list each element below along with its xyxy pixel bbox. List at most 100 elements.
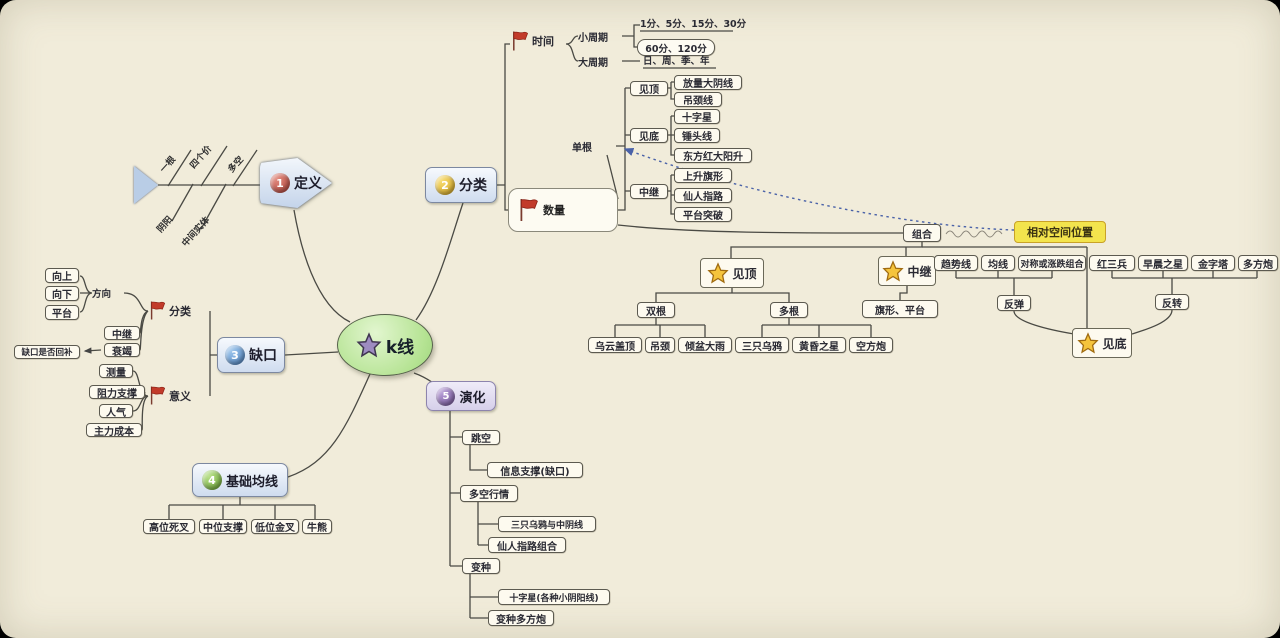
- group-fantan[interactable]: 反弹: [997, 295, 1031, 311]
- gap-item[interactable]: 向下: [45, 286, 79, 301]
- number-1-icon: 1: [270, 173, 290, 193]
- star-icon: [1077, 332, 1100, 354]
- gap-meaning[interactable]: 人气: [99, 404, 133, 419]
- gap-note[interactable]: 缺口是否回补: [14, 345, 80, 359]
- flag-icon: [150, 301, 166, 320]
- pattern-item[interactable]: 锤头线: [674, 128, 720, 143]
- time-label: 时间: [532, 35, 554, 48]
- topic-dingyi[interactable]: 1 定义: [260, 158, 332, 208]
- flag-icon: [513, 31, 529, 51]
- zhongji-star-label: 中继: [907, 264, 932, 279]
- node-small-periods[interactable]: 1分、5分、15分、30分: [640, 18, 747, 30]
- topic-time[interactable]: 时间: [510, 30, 554, 52]
- node-zhongji-1[interactable]: 中继: [630, 184, 668, 199]
- topic-jichu[interactable]: 4 基础均线: [192, 463, 288, 497]
- pattern-item[interactable]: 黄昏之星: [792, 337, 846, 353]
- yanhua-label: 演化: [459, 390, 486, 406]
- node-dazhouqi[interactable]: 大周期: [578, 58, 608, 69]
- node-tiaokong[interactable]: 跳空: [462, 430, 500, 445]
- node-duokong[interactable]: 多空行情: [460, 485, 518, 502]
- evolution-item[interactable]: 变种多方炮: [488, 610, 554, 626]
- jiandi-star-label: 见底: [1102, 336, 1127, 351]
- fishbone-label[interactable]: 阴阳: [155, 214, 176, 235]
- quekou-fenlei-label: 分类: [169, 304, 191, 318]
- ma-item[interactable]: 高位死叉: [143, 519, 195, 534]
- star-icon: [882, 260, 905, 282]
- number-3-icon: 3: [225, 345, 245, 365]
- pattern-item[interactable]: 仙人指路: [674, 188, 732, 203]
- star-topic-jiandi[interactable]: 见底: [1072, 328, 1132, 358]
- pattern-item[interactable]: 红三兵: [1089, 255, 1135, 271]
- topic-quekou[interactable]: 3 缺口: [217, 337, 285, 373]
- gap-meaning[interactable]: 主力成本: [86, 423, 142, 438]
- pattern-item[interactable]: 早晨之星: [1138, 255, 1188, 271]
- fishbone-label[interactable]: 一根: [158, 154, 179, 175]
- jianding-star-label: 见顶: [732, 266, 757, 281]
- pattern-item[interactable]: 空方炮: [849, 337, 893, 353]
- gap-meaning[interactable]: 阻力支撑: [89, 385, 145, 400]
- pattern-item[interactable]: 乌云盖顶: [588, 337, 642, 353]
- pattern-item[interactable]: 三只乌鸦: [735, 337, 789, 353]
- ma-item[interactable]: 牛熊: [302, 519, 332, 534]
- pattern-item[interactable]: 东方红大阳升: [674, 148, 752, 163]
- node-fangxiang[interactable]: 方向: [92, 289, 112, 300]
- gap-meaning[interactable]: 测量: [99, 364, 133, 379]
- node-xiaozhouqi[interactable]: 小周期: [578, 33, 608, 44]
- pattern-item[interactable]: 对称或涨跌组合: [1018, 255, 1086, 271]
- gap-item[interactable]: 向上: [45, 268, 79, 283]
- topic-shuliang[interactable]: 数量: [508, 188, 618, 232]
- pattern-item[interactable]: 放量大阴线: [674, 75, 742, 90]
- ma-item[interactable]: 中位支撑: [199, 519, 247, 534]
- node-big-periods[interactable]: 日、周、季、年: [643, 55, 710, 67]
- node-dangen[interactable]: 单根: [572, 143, 592, 154]
- root-topic-kline[interactable]: k线: [337, 314, 433, 376]
- topic-fenlei[interactable]: 2 分类: [425, 167, 497, 203]
- pattern-item[interactable]: 趋势线: [934, 255, 978, 271]
- star-icon: [707, 262, 730, 284]
- topic-yanhua[interactable]: 5 演化: [426, 381, 496, 411]
- fishbone-label[interactable]: 多空: [226, 154, 247, 175]
- fenlei-label: 分类: [459, 178, 487, 194]
- ma-item[interactable]: 低位金叉: [251, 519, 299, 534]
- flag-icon: [520, 199, 538, 221]
- evolution-item[interactable]: 信息支撑(缺口): [487, 462, 583, 478]
- gap-item[interactable]: 中继: [104, 326, 140, 341]
- pattern-item[interactable]: 旗形、平台: [862, 300, 938, 318]
- node-zuhe[interactable]: 组合: [903, 224, 941, 242]
- root-label: k线: [385, 337, 415, 358]
- evolution-item[interactable]: 仙人指路组合: [488, 537, 566, 553]
- group-shuanggen[interactable]: 双根: [637, 302, 675, 318]
- pattern-item[interactable]: 金字塔: [1191, 255, 1235, 271]
- topic-quekou-yiyi[interactable]: 意义: [148, 385, 191, 406]
- pattern-item[interactable]: 吊颈线: [674, 92, 722, 107]
- node-jianding-1[interactable]: 见顶: [630, 81, 668, 96]
- pattern-item[interactable]: 十字星: [674, 109, 720, 124]
- gap-item[interactable]: 衰竭: [104, 343, 140, 358]
- node-small-periods-2[interactable]: 60分、120分: [637, 39, 715, 56]
- star-topic-jianding[interactable]: 见顶: [700, 258, 764, 288]
- group-fanzhuan[interactable]: 反转: [1155, 294, 1189, 310]
- gap-item[interactable]: 平台: [45, 305, 79, 320]
- pattern-item[interactable]: 上升旗形: [674, 168, 732, 183]
- quekou-yiyi-label: 意义: [169, 389, 191, 403]
- pattern-item[interactable]: 平台突破: [674, 207, 732, 222]
- number-4-icon: 4: [201, 470, 222, 490]
- fishbone-label[interactable]: 四个价: [188, 144, 215, 171]
- node-relative-position[interactable]: 相对空间位置: [1014, 221, 1106, 243]
- pattern-item[interactable]: 倾盆大雨: [678, 337, 732, 353]
- node-jiandi-1[interactable]: 见底: [630, 128, 668, 143]
- flag-icon: [150, 386, 166, 405]
- pattern-item[interactable]: 多方炮: [1238, 255, 1278, 271]
- fishbone-label[interactable]: 中间实体: [180, 215, 213, 249]
- funnel-icon: [134, 166, 158, 204]
- topic-quekou-fenlei[interactable]: 分类: [148, 300, 191, 321]
- star-topic-zhongji[interactable]: 中继: [878, 256, 936, 286]
- node-bianzhong[interactable]: 变种: [462, 558, 500, 574]
- jichu-label: 基础均线: [225, 474, 278, 490]
- evolution-item[interactable]: 三只乌鸦与中阴线: [498, 516, 596, 532]
- evolution-item[interactable]: 十字星(各种小阴阳线): [498, 589, 610, 605]
- pattern-item[interactable]: 吊颈: [645, 337, 675, 353]
- group-duogen[interactable]: 多根: [770, 302, 808, 318]
- pattern-item[interactable]: 均线: [981, 255, 1015, 271]
